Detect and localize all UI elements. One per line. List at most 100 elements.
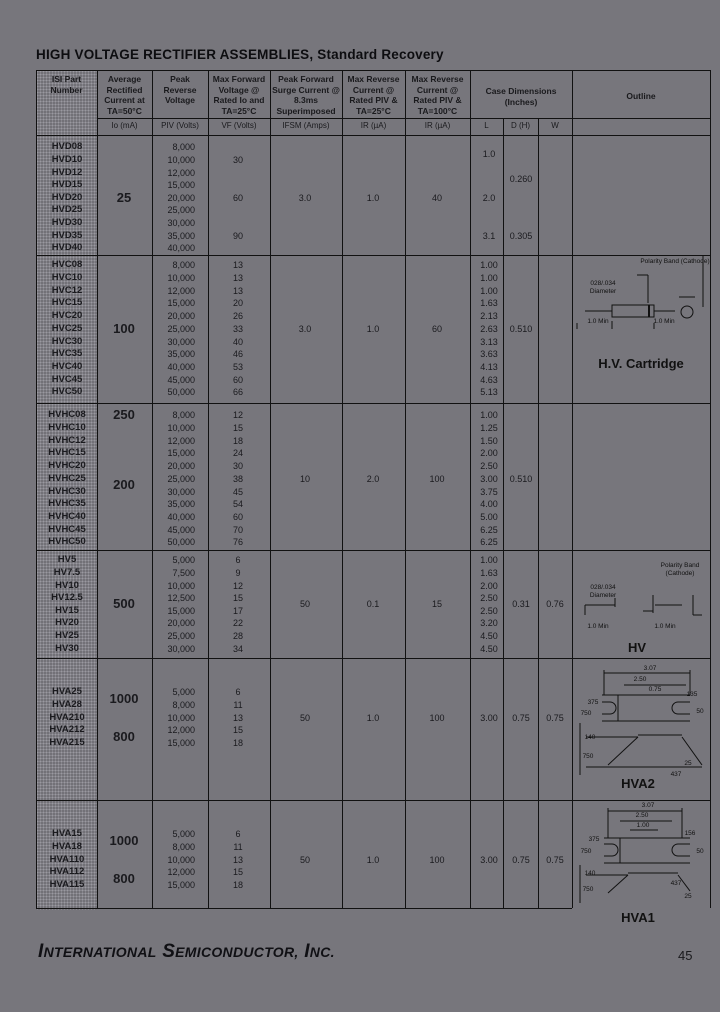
piv-value: 5,000 — [172, 687, 195, 698]
l-value: 1.00 — [480, 273, 498, 284]
part-number: HV15 — [55, 604, 79, 616]
d-value: 0.75 — [512, 712, 530, 723]
ir100-value: 100 — [429, 473, 445, 484]
initial: I — [38, 941, 44, 962]
column-unit-vf: VF (Volts) — [221, 121, 257, 130]
vf-value: 33 — [232, 323, 244, 334]
part-number: HVHC20 — [48, 460, 86, 472]
part-number: HV20 — [55, 617, 79, 629]
l-value: 5.13 — [480, 387, 498, 398]
part-number: HV12.5 — [51, 592, 83, 604]
part-number: HVC35 — [51, 348, 83, 360]
dim-length: 3.07 — [641, 802, 655, 809]
vf-value: 26 — [232, 311, 244, 322]
l-value: 6.25 — [480, 524, 498, 535]
l-value: 3.63 — [480, 349, 498, 360]
dim-top: 140 — [584, 734, 596, 741]
lead-length-right: 1.0 Min — [654, 623, 676, 630]
io-value: 200 — [113, 477, 135, 493]
part-number: HVD30 — [51, 216, 83, 228]
part-number: HVC15 — [51, 297, 83, 309]
section-divider — [36, 403, 710, 404]
vf-value: 15 — [232, 423, 244, 434]
d-value: 0.305 — [509, 230, 533, 241]
vf-value: 66 — [232, 387, 244, 398]
dim-top: 140 — [584, 870, 596, 877]
part-number: HVD12 — [51, 166, 83, 178]
piv-value: 35,000 — [167, 499, 195, 510]
part-number: HVD20 — [51, 191, 83, 203]
ir25-value: 2.0 — [366, 473, 380, 484]
section-divider — [36, 800, 710, 801]
table-right-border — [710, 70, 711, 908]
column-divider — [572, 70, 573, 908]
l-value: 1.63 — [480, 567, 498, 578]
piv-value: 40,000 — [167, 243, 195, 254]
table-left-border — [36, 70, 37, 908]
piv-value: 8,000 — [172, 410, 195, 421]
part-number: HVC45 — [51, 373, 83, 385]
piv-value: 15,000 — [167, 448, 195, 459]
part-number: HVA15 — [52, 828, 82, 840]
section-divider — [36, 550, 710, 551]
ifsm-value: 3.0 — [298, 192, 312, 203]
part-number: HVA215 — [49, 737, 85, 749]
dim-slot: 50 — [696, 708, 704, 715]
polarity-band-label: Polarity Band (Cathode) — [640, 258, 710, 265]
ir25-value: 1.0 — [366, 192, 380, 203]
piv-value: 12,500 — [167, 593, 195, 604]
column-header-case: Case Dimensions (Inches) — [485, 86, 557, 107]
piv-value: 50,000 — [167, 537, 195, 548]
l-value: 2.00 — [480, 580, 498, 591]
outline-title: H.V. Cartridge — [598, 356, 684, 371]
column-divider — [538, 118, 539, 908]
vf-value: 12 — [232, 410, 244, 421]
dim-tab: 375 — [588, 836, 600, 843]
piv-value: 10,000 — [167, 580, 195, 591]
dim-foot: 25 — [684, 760, 692, 767]
vf-value: 45 — [232, 486, 244, 497]
vf-value: 70 — [232, 524, 244, 535]
ifsm-value: 50 — [299, 854, 311, 865]
part-number: HVA115 — [49, 879, 85, 891]
piv-value: 12,000 — [167, 285, 195, 296]
piv-value: 15,000 — [167, 738, 195, 749]
outline-title: HVA1 — [621, 910, 655, 925]
l-value: 4.63 — [480, 374, 498, 385]
ifsm-value: 10 — [299, 473, 311, 484]
vf-value: 13 — [232, 712, 244, 723]
piv-value: 5,000 — [172, 829, 195, 840]
lead-length-left: 1.0 Min — [587, 623, 609, 630]
vf-value: 76 — [232, 537, 244, 548]
column-divider — [208, 70, 209, 908]
vf-value: 60 — [232, 374, 244, 385]
vf-value: 60 — [232, 511, 244, 522]
vf-value: 18 — [232, 880, 244, 891]
page-number: 45 — [678, 948, 693, 963]
vf-value: 60 — [232, 192, 244, 203]
word: NTERNATIONAL — [43, 944, 157, 960]
word: NC. — [309, 944, 335, 960]
piv-value: 30,000 — [167, 336, 195, 347]
part-number: HV5 — [57, 554, 77, 566]
vf-value: 15 — [232, 867, 244, 878]
case-unit-w: W — [551, 121, 559, 130]
vf-value: 15 — [232, 725, 244, 736]
part-number: HVC50 — [51, 386, 83, 398]
piv-value: 35,000 — [167, 230, 195, 241]
diameter-label: 028/.034 Diameter — [589, 584, 617, 599]
vf-value: 13 — [232, 273, 244, 284]
io-value: 1000 — [109, 832, 139, 848]
part-number: HVD35 — [51, 229, 83, 241]
column-header-ir100: Max Reverse Current @ Rated PIV & TA=100… — [411, 74, 464, 116]
vf-value: 24 — [232, 448, 244, 459]
ifsm-value: 50 — [299, 599, 311, 610]
part-number: HVD40 — [51, 242, 83, 254]
w-value: 0.76 — [546, 599, 564, 610]
table-top-border — [36, 70, 710, 71]
piv-value: 8,000 — [172, 260, 195, 271]
part-number: HVHC40 — [48, 510, 86, 522]
vf-value: 30 — [232, 461, 244, 472]
vf-value: 38 — [232, 473, 244, 484]
lead-length-right: 1.0 Min — [653, 318, 675, 325]
